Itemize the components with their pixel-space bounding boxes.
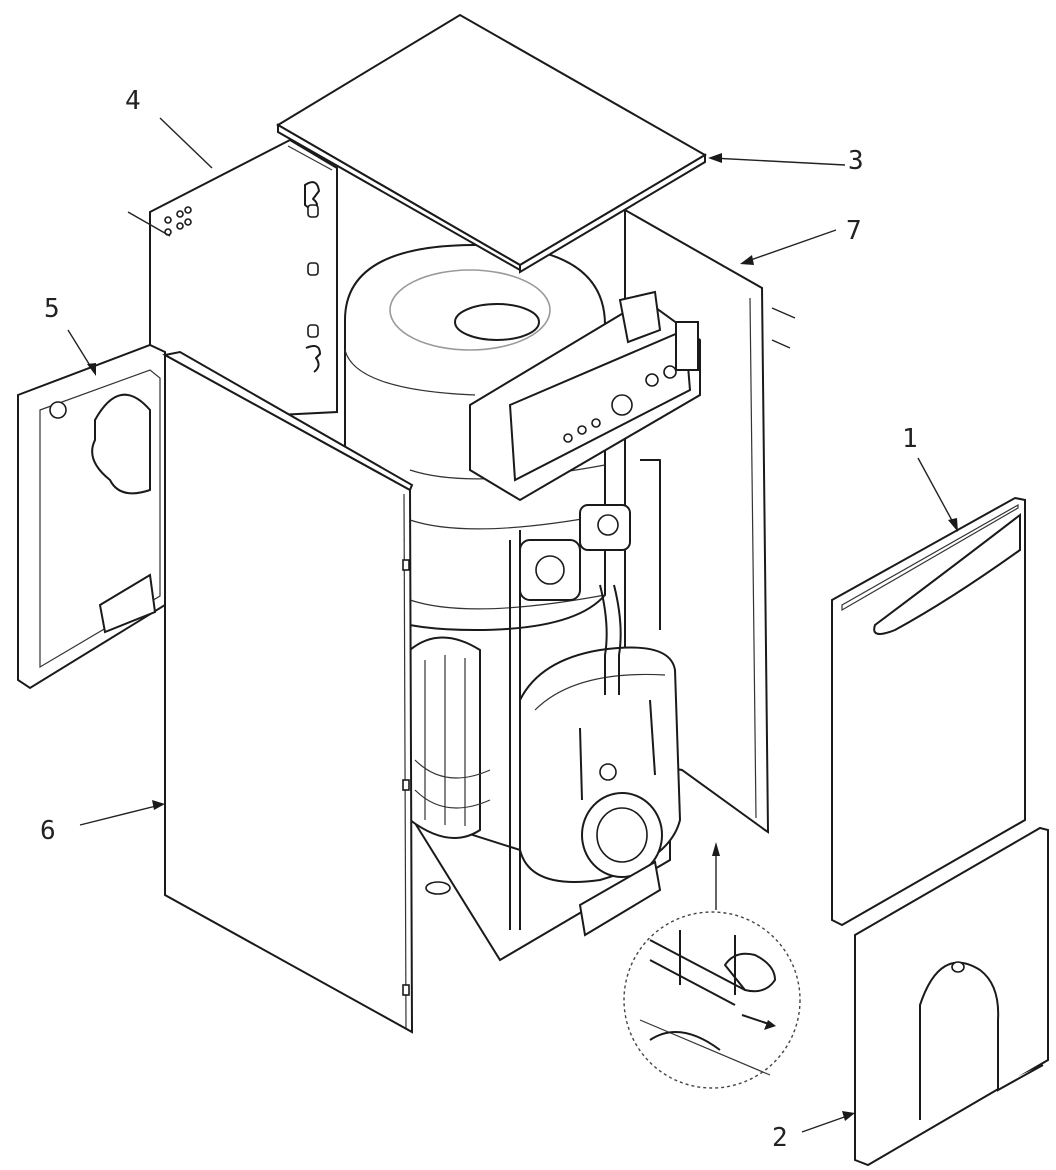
- leader-lines: [67, 117, 958, 1133]
- detail-inset: [623, 842, 801, 1089]
- front-lower-panel: [854, 826, 1049, 1167]
- callout-right-side-panel: 7: [846, 216, 862, 246]
- callout-top-cover: 3: [848, 146, 864, 176]
- callout-front-upper-panel: 1: [902, 424, 918, 454]
- left-side-panel: [162, 350, 414, 1034]
- callout-rear-access-cover: 5: [44, 294, 60, 324]
- callout-front-lower-panel: 2: [772, 1123, 788, 1153]
- callout-rear-panel: 4: [125, 86, 141, 116]
- front-upper-panel: [831, 496, 1026, 927]
- rear-access-cover: [17, 343, 166, 690]
- top-cover: [276, 13, 707, 274]
- callout-left-side-panel: 6: [40, 816, 56, 846]
